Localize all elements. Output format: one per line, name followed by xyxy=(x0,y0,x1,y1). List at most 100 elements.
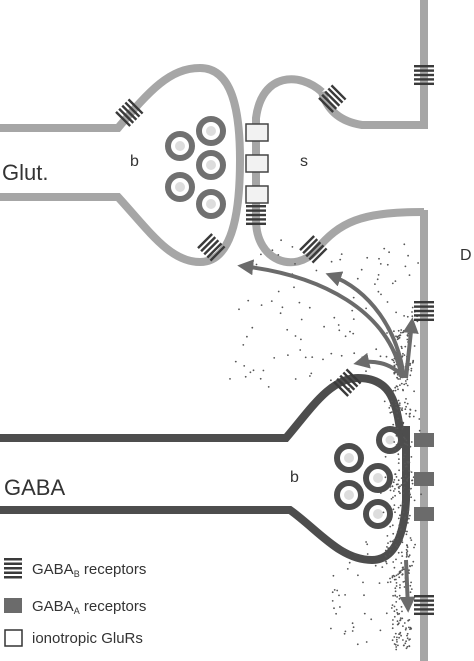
gaba-molecule xyxy=(298,301,301,304)
gaba-molecule xyxy=(393,361,396,364)
gaba-molecule xyxy=(335,612,337,615)
gaba-molecule xyxy=(332,574,335,577)
gaba-molecule xyxy=(398,525,401,528)
gaba-molecule xyxy=(281,306,284,309)
gaba-molecule xyxy=(393,441,396,443)
gaba-molecule xyxy=(394,511,396,514)
gaba-b-receptor xyxy=(197,233,226,262)
gaba-molecule xyxy=(379,492,382,494)
gaba-molecule xyxy=(392,451,395,454)
gaba-molecule xyxy=(407,254,409,257)
gaba-molecule xyxy=(377,290,380,293)
gaba-molecule xyxy=(403,315,405,317)
gaba-molecule xyxy=(365,307,367,310)
gaba-molecule xyxy=(395,574,398,577)
gaba-molecule xyxy=(411,479,413,482)
vesicle xyxy=(196,116,226,146)
gaba-molecule xyxy=(399,504,402,507)
gaba-molecule xyxy=(247,299,250,302)
gaba-molecule xyxy=(402,503,405,505)
legend-gabab-label: GABAB receptors xyxy=(32,561,146,579)
gaba-molecule xyxy=(409,565,411,568)
gaba-molecule xyxy=(401,539,403,542)
gaba-molecule xyxy=(393,605,396,608)
gaba-molecule xyxy=(366,543,369,546)
gaba-molecule xyxy=(408,413,411,415)
gaba-molecule xyxy=(394,401,397,403)
vesicle xyxy=(196,189,226,219)
gaba-molecule xyxy=(251,326,254,329)
glur-receptor xyxy=(245,185,269,204)
gaba-molecule xyxy=(410,369,413,372)
gaba-molecule xyxy=(409,374,412,377)
gaba-molecule xyxy=(392,481,395,484)
gaba-a-receptor xyxy=(414,472,434,486)
gaba-molecule xyxy=(400,477,403,479)
gaba-molecule xyxy=(299,349,302,351)
gaba-b-receptor xyxy=(333,368,362,397)
gaba-molecule xyxy=(391,400,393,403)
gaba-molecule xyxy=(409,638,411,640)
gaba-molecule xyxy=(397,613,399,616)
gaba-molecule xyxy=(310,372,313,375)
gaba-molecule xyxy=(330,627,332,630)
gaba-molecule xyxy=(393,610,396,613)
gaba-molecule xyxy=(400,528,402,531)
gaba-molecule xyxy=(336,589,339,592)
gaba-molecule xyxy=(396,623,399,626)
gaba-molecule xyxy=(406,334,409,337)
gaba-molecule xyxy=(376,278,379,281)
gaba-molecule xyxy=(395,646,398,648)
gaba-molecule xyxy=(387,542,389,544)
gaba-molecule xyxy=(400,606,403,608)
gaba-molecule xyxy=(378,257,380,260)
gaba-molecule xyxy=(402,644,405,647)
gaba-molecule xyxy=(399,410,401,413)
gaba-bouton-label: b xyxy=(290,469,299,486)
gaba-molecule xyxy=(392,423,395,426)
gaba-molecule xyxy=(386,263,389,266)
gaba-molecule xyxy=(396,620,399,623)
gaba-molecule xyxy=(398,490,400,493)
gaba-molecule xyxy=(408,488,411,491)
gaba-molecule xyxy=(417,262,419,264)
gaba-molecule xyxy=(399,542,402,545)
gaba-molecule xyxy=(294,378,297,380)
gaba-molecule xyxy=(365,641,368,643)
gaba-b-receptors xyxy=(115,65,434,616)
gaba-molecule xyxy=(380,293,382,296)
gaba-label: GABA xyxy=(4,475,65,500)
gaba-molecule xyxy=(291,246,294,248)
gaba-molecule xyxy=(294,263,296,265)
gaba-molecule xyxy=(338,594,340,597)
gaba-molecule xyxy=(389,486,392,488)
gaba-molecule xyxy=(391,404,393,407)
gaba-molecule xyxy=(405,551,408,554)
gaba-molecule xyxy=(340,354,343,357)
gaba-molecule xyxy=(406,444,409,446)
gaba-molecule xyxy=(393,643,396,645)
gaba-molecule xyxy=(394,544,397,546)
gaba-molecule xyxy=(397,486,400,488)
gaba-molecule xyxy=(405,647,408,650)
gaba-molecule xyxy=(403,354,406,356)
gaba-molecule xyxy=(344,594,346,596)
gaba-molecule xyxy=(399,334,401,336)
gaba-molecule xyxy=(404,265,407,268)
gaba-molecule xyxy=(344,335,347,338)
gaba-molecule xyxy=(399,617,402,619)
gaba-molecule xyxy=(394,590,397,593)
gaba-molecule xyxy=(396,407,399,410)
glur-receptor xyxy=(245,123,269,142)
gaba-molecule xyxy=(411,315,414,318)
gaba-molecule xyxy=(404,628,407,631)
gaba-molecule xyxy=(387,547,390,549)
gaba-molecule xyxy=(403,243,406,246)
gaba-molecule xyxy=(401,610,403,613)
gaba-molecule xyxy=(395,444,398,446)
gaba-molecule xyxy=(411,564,413,567)
gaba-molecule xyxy=(349,330,351,333)
gaba-molecule xyxy=(394,473,397,476)
gaba-molecule xyxy=(392,561,395,563)
gaba-molecule xyxy=(402,625,404,627)
